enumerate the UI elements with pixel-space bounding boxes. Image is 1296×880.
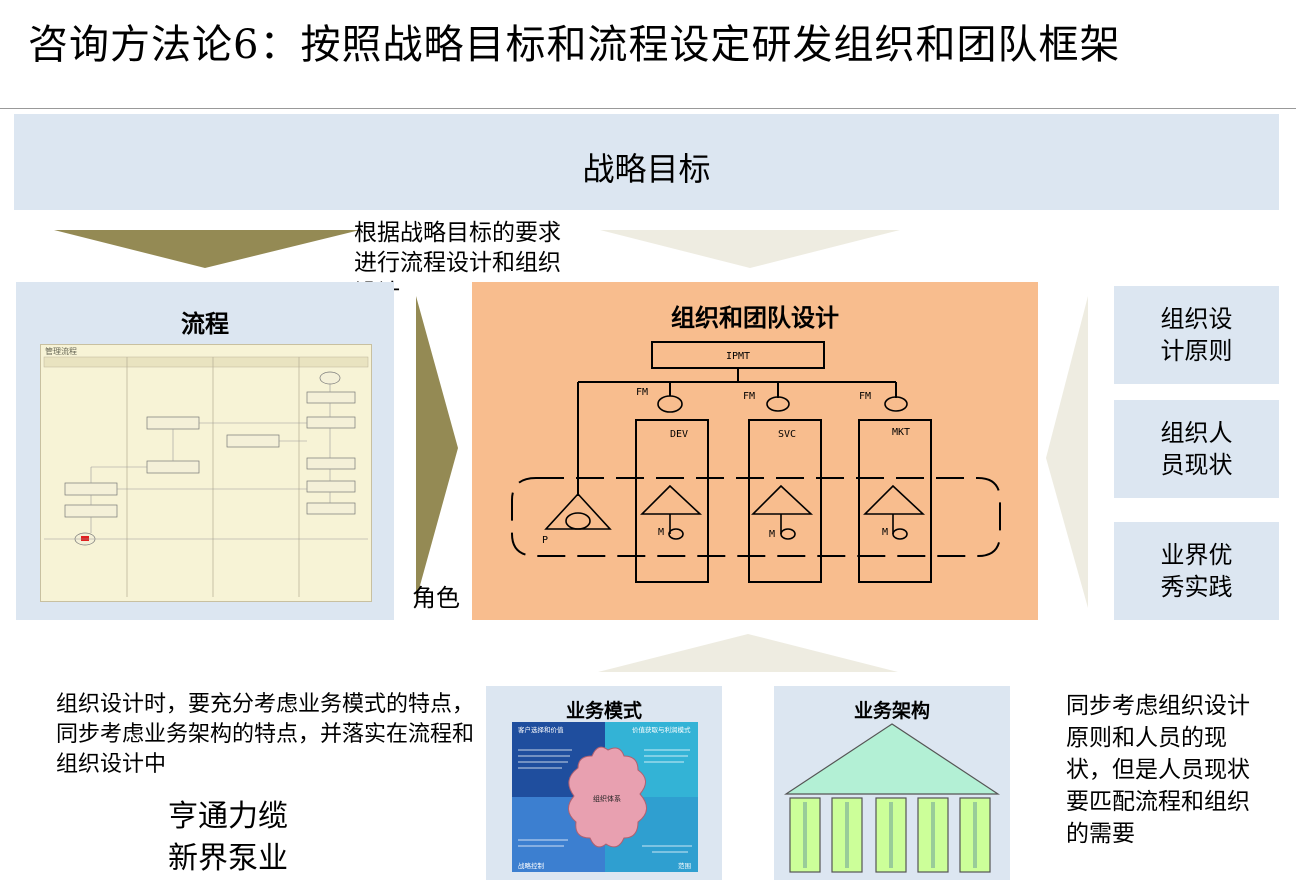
fm-label-dev: FM (636, 387, 648, 398)
side-box-label: 组织人员现状 (1160, 419, 1233, 479)
fm-label-svc: FM (743, 391, 755, 402)
business-architecture-title: 业务架构 (853, 700, 930, 722)
flow-title: 流程 (181, 310, 229, 338)
role-m-triangle-mkt (863, 484, 926, 515)
org-title: 组织和团队设计 (671, 304, 839, 332)
puzzle-center-piece (568, 746, 647, 848)
role-m-label-dev: M (658, 527, 664, 538)
architecture-roof (784, 723, 1000, 795)
puzzle-corner-label: 战略控制 (518, 861, 545, 870)
arrow-flow-to-org (416, 296, 458, 600)
fm-node-dev (657, 395, 683, 413)
strategy-goal-bar: 战略目标 (14, 114, 1279, 210)
puzzle-corner-label: 价值获取与利润模式 (632, 725, 691, 734)
ipmt-label: IPMT (726, 351, 750, 362)
arrow-strategy-to-org (600, 230, 900, 268)
org-team-design-panel: 组织和团队设计 (472, 282, 1038, 620)
role-m-label-svc: M (769, 529, 775, 540)
role-label: 角色 (412, 584, 460, 612)
business-model-panel: 业务模式 组织体系 客户选择和价值 价值获取与利润模式 战略控制 范围 (486, 686, 722, 880)
org-design-note: 组织设计时，要充分考虑业务模式的特点，同步考虑业务架构的特点，并落实在流程和组织… (56, 692, 475, 777)
staff-matching-note: 同步考虑组织设计原则和人员的现状，但是人员现状要匹配流程和组织的需要 (1066, 693, 1250, 847)
role-m-label-mkt: M (882, 527, 888, 538)
swimlane-caption: 管理流程 (45, 346, 77, 356)
flow-panel: 流程 管理流程 (16, 282, 394, 620)
business-architecture-panel: 业务架构 (774, 686, 1010, 880)
fm-node-svc (766, 396, 790, 412)
title-divider (0, 108, 1296, 109)
business-model-title: 业务模式 (565, 700, 642, 722)
business-model-puzzle: 组织体系 客户选择和价值 价值获取与利润模式 战略控制 范围 (512, 722, 698, 872)
arrow-business-to-org (598, 634, 898, 672)
swimlane-diagram: 管理流程 (40, 344, 372, 602)
swimlane-graphic: 管理流程 (43, 346, 369, 597)
side-box-label: 业界优秀实践 (1160, 541, 1233, 601)
role-dashed-group (511, 477, 1001, 557)
puzzle-corner-label: 客户选择和价值 (518, 725, 564, 734)
side-box-staff-status: 组织人员现状 (1114, 400, 1279, 498)
team-box-mkt (858, 419, 932, 583)
team-box-dev (635, 419, 709, 583)
role-m-triangle-svc (751, 484, 814, 515)
role-p-label: P (542, 535, 548, 546)
fm-label-mkt: FM (859, 391, 871, 402)
team-label-mkt: MKT (892, 427, 910, 438)
team-box-svc (748, 419, 822, 583)
role-m-triangle-dev (640, 484, 703, 515)
company-name: 亨通力缆 (168, 799, 288, 834)
role-p-triangle (544, 492, 612, 530)
arrow-side-to-org (1046, 296, 1088, 608)
company-name: 新界泵业 (168, 841, 288, 876)
team-label-svc: SVC (778, 429, 796, 440)
team-label-dev: DEV (670, 429, 688, 440)
org-chart: IPMT FM FM FM DEV SVC MKT P M M M (511, 341, 1001, 583)
side-box-best-practice: 业界优秀实践 (1114, 522, 1279, 620)
business-architecture-graphic (784, 723, 1000, 873)
side-box-design-principles: 组织设计原则 (1114, 286, 1279, 384)
page-title: 咨询方法论6：按照战略目标和流程设定研发组织和团队框架 (28, 22, 1121, 68)
company-names: 亨通力缆 新界泵业 (168, 796, 288, 880)
puzzle-corner-label: 范围 (678, 861, 691, 870)
puzzle-center-label: 组织体系 (593, 794, 621, 803)
side-box-label: 组织设计原则 (1160, 305, 1233, 365)
arrow-strategy-to-flow (54, 230, 360, 268)
fm-node-mkt (884, 396, 908, 412)
strategy-goal-label: 战略目标 (582, 150, 711, 188)
